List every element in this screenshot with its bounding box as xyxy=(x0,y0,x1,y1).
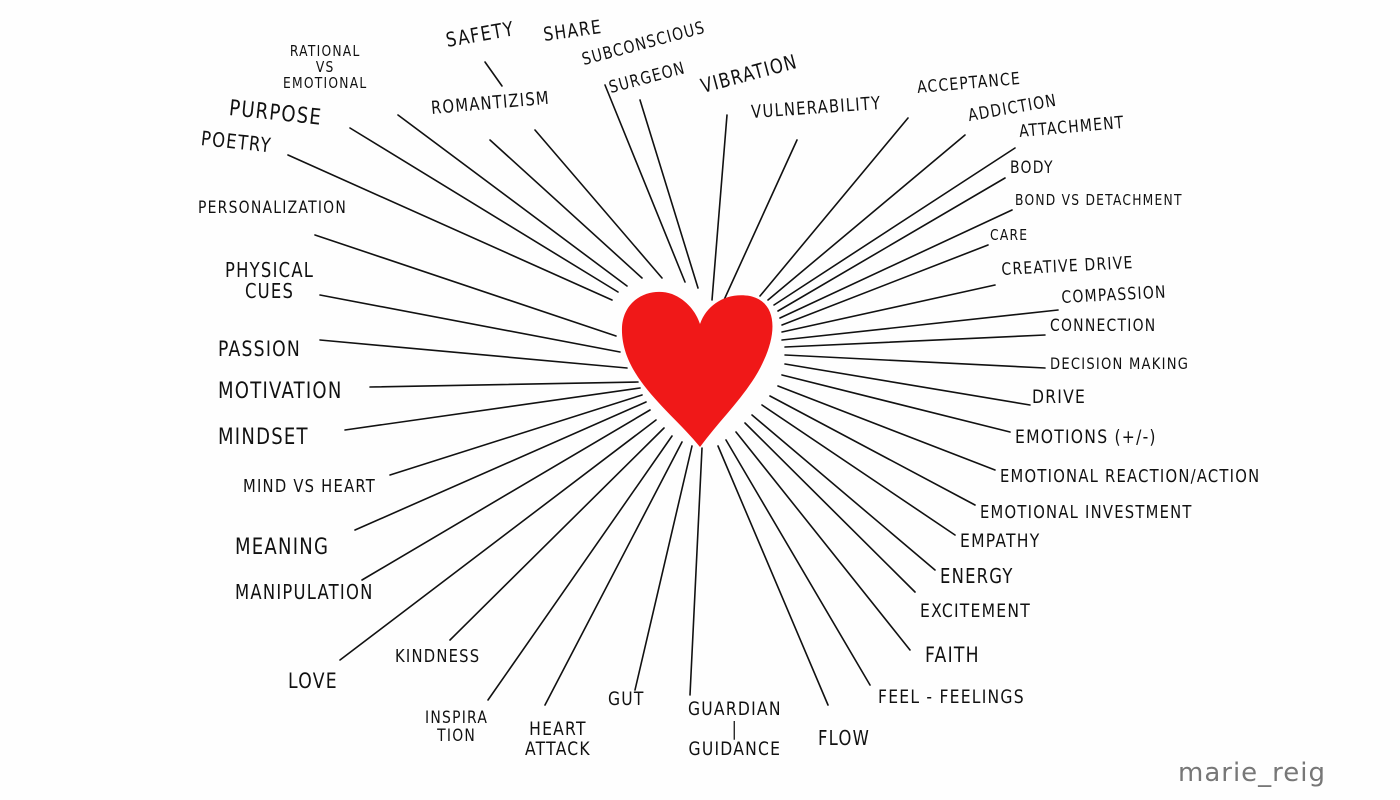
connector-line xyxy=(769,395,976,506)
connector-line xyxy=(761,404,956,536)
word-label: Emotional reaction/action xyxy=(1000,466,1261,487)
connector-line xyxy=(639,99,699,289)
connector-line xyxy=(725,439,871,686)
word-label: Inspira tion xyxy=(425,708,489,746)
word-label: Mind vs Heart xyxy=(243,476,377,497)
word-label: Empathy xyxy=(960,530,1041,552)
connector-line xyxy=(689,447,703,696)
connector-line xyxy=(751,414,936,571)
connector-line xyxy=(314,234,617,337)
connector-line xyxy=(389,394,643,476)
word-label: Rational vs Emotional xyxy=(283,42,368,92)
word-label: Feel - feelings xyxy=(878,686,1025,708)
word-label: Faith xyxy=(925,643,980,667)
connector-line xyxy=(604,84,686,283)
word-label: Meaning xyxy=(235,535,330,560)
word-label: Heart attack xyxy=(525,718,591,760)
connector-line xyxy=(397,114,628,287)
word-label: Emotions (+/-) xyxy=(1015,426,1157,448)
connector-line xyxy=(759,117,909,297)
connector-line xyxy=(744,422,916,593)
connector-line xyxy=(784,363,1031,406)
connector-line xyxy=(735,431,911,651)
word-label: Bond vs Detachment xyxy=(1015,191,1183,209)
connector-line xyxy=(534,129,663,279)
connector-line xyxy=(484,61,503,87)
connector-line xyxy=(781,374,1011,433)
word-label: Physical cues xyxy=(225,258,315,303)
word-label: Connection xyxy=(1050,316,1157,336)
connector-line xyxy=(773,147,1016,306)
word-label: Body xyxy=(1010,158,1054,178)
word-label: Mindset xyxy=(218,425,309,450)
connector-line xyxy=(784,354,1046,369)
connector-line xyxy=(777,385,996,471)
connector-line xyxy=(369,381,639,388)
word-label: Guardian | Guidance xyxy=(688,698,782,760)
connector-line xyxy=(717,445,829,706)
connector-line xyxy=(349,127,619,293)
connector-line xyxy=(544,441,683,706)
word-label: Excitement xyxy=(920,600,1031,622)
word-label: Motivation xyxy=(218,379,343,404)
word-label: Manipulation xyxy=(235,580,374,604)
word-label: Kindness xyxy=(395,646,481,667)
connector-line xyxy=(767,134,966,301)
word-label: Flow xyxy=(818,726,871,750)
connector-line xyxy=(784,334,1046,348)
red-heart xyxy=(621,291,773,447)
connector-line xyxy=(449,427,665,641)
connector-line xyxy=(489,139,643,279)
word-label: Care xyxy=(990,226,1029,244)
connector-line xyxy=(777,177,1006,312)
word-label: Love xyxy=(288,669,338,693)
word-label: Decision making xyxy=(1050,354,1190,373)
connector-line xyxy=(723,139,798,301)
connector-line xyxy=(634,445,693,691)
connector-line xyxy=(487,435,673,701)
word-label: Personalization xyxy=(198,198,348,218)
connector-line xyxy=(319,294,621,353)
connector-line xyxy=(781,244,989,326)
word-label: Energy xyxy=(940,564,1014,588)
connector-line xyxy=(711,114,728,301)
word-label: Passion xyxy=(218,337,302,361)
artist-signature: marie_reig xyxy=(1178,758,1327,788)
connector-line xyxy=(781,309,1059,341)
connector-line xyxy=(344,387,641,431)
word-label: Emotional investment xyxy=(980,502,1193,523)
connector-line xyxy=(339,419,657,661)
word-label: Drive xyxy=(1032,386,1087,408)
connector-line xyxy=(781,284,996,333)
connector-line xyxy=(361,409,651,581)
connector-line xyxy=(319,339,628,369)
word-label: Gut xyxy=(608,688,645,710)
connector-line xyxy=(354,401,647,531)
connector-line xyxy=(287,154,613,301)
connector-line xyxy=(779,209,1013,319)
